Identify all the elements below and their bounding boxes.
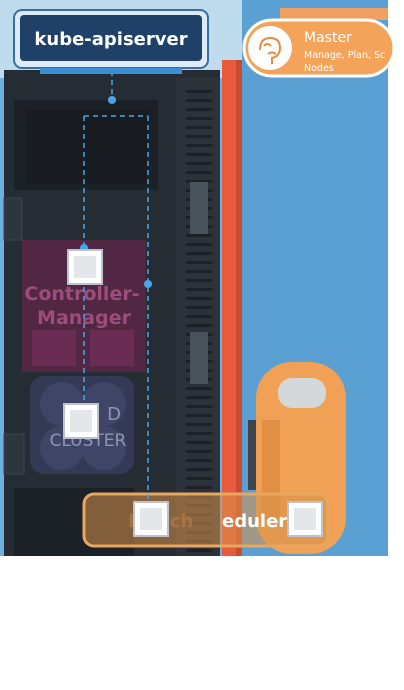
rail-tick <box>186 243 212 246</box>
rail-tick <box>186 126 212 129</box>
rail-tick <box>186 153 212 156</box>
rail-tick <box>186 135 212 138</box>
rail-tick <box>186 252 212 255</box>
rail-tick <box>186 162 212 165</box>
connector-dot-1 <box>108 96 116 104</box>
rail-tick <box>186 288 212 291</box>
apiserver-base <box>40 68 182 74</box>
rail-tick <box>186 414 212 417</box>
rail-tick <box>186 468 212 471</box>
controller-manager-label-1: Controller- <box>24 283 139 305</box>
rail-tick <box>186 450 212 453</box>
rail-tick <box>186 387 212 390</box>
marker-4[interactable] <box>287 501 323 537</box>
rail-tick <box>186 99 212 102</box>
master-title: Master <box>304 30 352 46</box>
etcd-label-1: D <box>107 404 121 425</box>
capsule-pole <box>248 420 256 490</box>
rail-tick <box>186 171 212 174</box>
tower-inner-top-2 <box>26 110 148 184</box>
tower-side-tab-1 <box>3 197 23 241</box>
marker-2[interactable] <box>63 403 99 439</box>
rail-tick <box>186 108 212 111</box>
master-subtitle-2: Nodes <box>304 63 334 74</box>
rail-tick <box>186 459 212 462</box>
rail-tick <box>186 234 212 237</box>
rail-tick <box>186 405 212 408</box>
red-stripe-highlight <box>236 60 242 556</box>
master-subtitle-1: Manage, Plan, Sc <box>304 50 385 61</box>
apiserver-label[interactable]: kube-apiserver <box>13 9 209 69</box>
rail-tick <box>186 324 212 327</box>
controller-manager-panel-right <box>90 330 134 366</box>
rail-tick <box>186 180 212 183</box>
tower-side-tab-2 <box>3 433 25 475</box>
brain-icon-glyph <box>259 36 282 64</box>
rail-tick <box>186 144 212 147</box>
rail-tick <box>186 90 212 93</box>
master-callout[interactable]: Master Manage, Plan, Sc Nodes <box>242 18 396 78</box>
rail-block-2 <box>190 332 208 384</box>
rail-tick <box>186 279 212 282</box>
rail-tick <box>186 261 212 264</box>
rail-tick <box>186 297 212 300</box>
scheduler-label-right: eduler <box>222 511 287 532</box>
rail-tick <box>186 117 212 120</box>
rail-tick <box>186 315 212 318</box>
rail-tick <box>186 396 212 399</box>
brain-icon <box>248 26 292 70</box>
orange-building-edge <box>280 8 388 20</box>
rail-block-1 <box>190 182 208 234</box>
controller-manager-panel-left <box>32 330 76 366</box>
marker-3[interactable] <box>133 501 169 537</box>
rail-tick <box>186 270 212 273</box>
rail-tick <box>186 441 212 444</box>
rail-tick <box>186 306 212 309</box>
apiserver-label-text: kube-apiserver <box>34 29 187 50</box>
rail-tick <box>186 432 212 435</box>
rail-tick <box>186 486 212 489</box>
connector-dot-3 <box>144 280 152 288</box>
rail-tick <box>186 477 212 480</box>
capsule-window <box>278 378 326 408</box>
rail-tick <box>186 549 212 552</box>
marker-1[interactable] <box>67 249 103 285</box>
rail-tick <box>186 423 212 426</box>
